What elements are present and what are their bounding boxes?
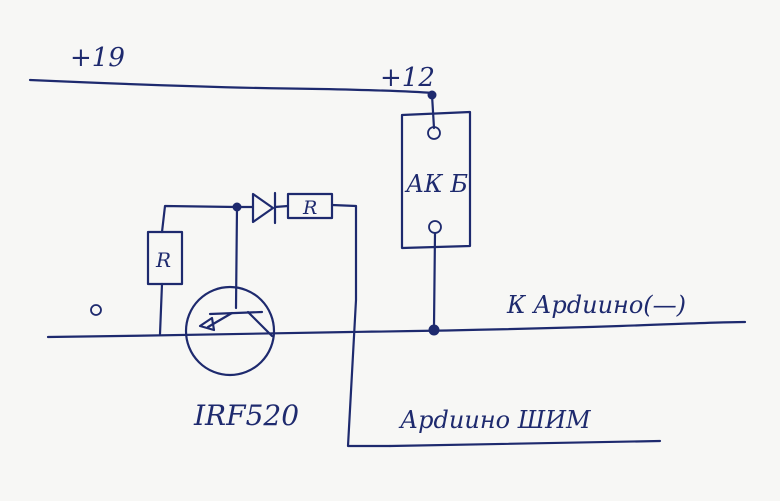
- wire-resistor-to-pwm: [330, 203, 392, 448]
- label-to-arduino-minus: К Арduино(—): [506, 291, 686, 319]
- transistor-symbol: [198, 310, 274, 338]
- supply-wire: [28, 78, 434, 95]
- battery-box: [400, 110, 472, 250]
- wire-to-battery-top: [430, 93, 436, 130]
- wire-battery-to-ground: [432, 231, 437, 328]
- wire-gate-resistor-bottom: [158, 282, 164, 336]
- wire-diode-to-resistor: [273, 204, 290, 209]
- battery-terminal-plus: [427, 126, 441, 140]
- ground-node-circle: [90, 304, 102, 316]
- diode-icon: [251, 191, 277, 225]
- label-arduino-pwm: Арduино ШИМ: [398, 406, 592, 434]
- label-resistor-series: R: [302, 197, 317, 219]
- label-battery: АК Б: [404, 170, 468, 198]
- label-plus-19: +19: [70, 43, 125, 73]
- ground-wire: [46, 320, 747, 339]
- resistor-gate: [146, 230, 184, 286]
- pwm-underline: [388, 439, 662, 448]
- transistor-body: [184, 285, 276, 377]
- battery-terminal-minus: [428, 220, 442, 234]
- label-plus-12: +12: [380, 63, 435, 93]
- label-resistor-gate: R: [155, 248, 171, 272]
- wire-junction-to-transistor: [234, 205, 239, 310]
- wire-gate-resistor-top: [160, 204, 238, 234]
- label-transistor: IRF520: [193, 399, 299, 432]
